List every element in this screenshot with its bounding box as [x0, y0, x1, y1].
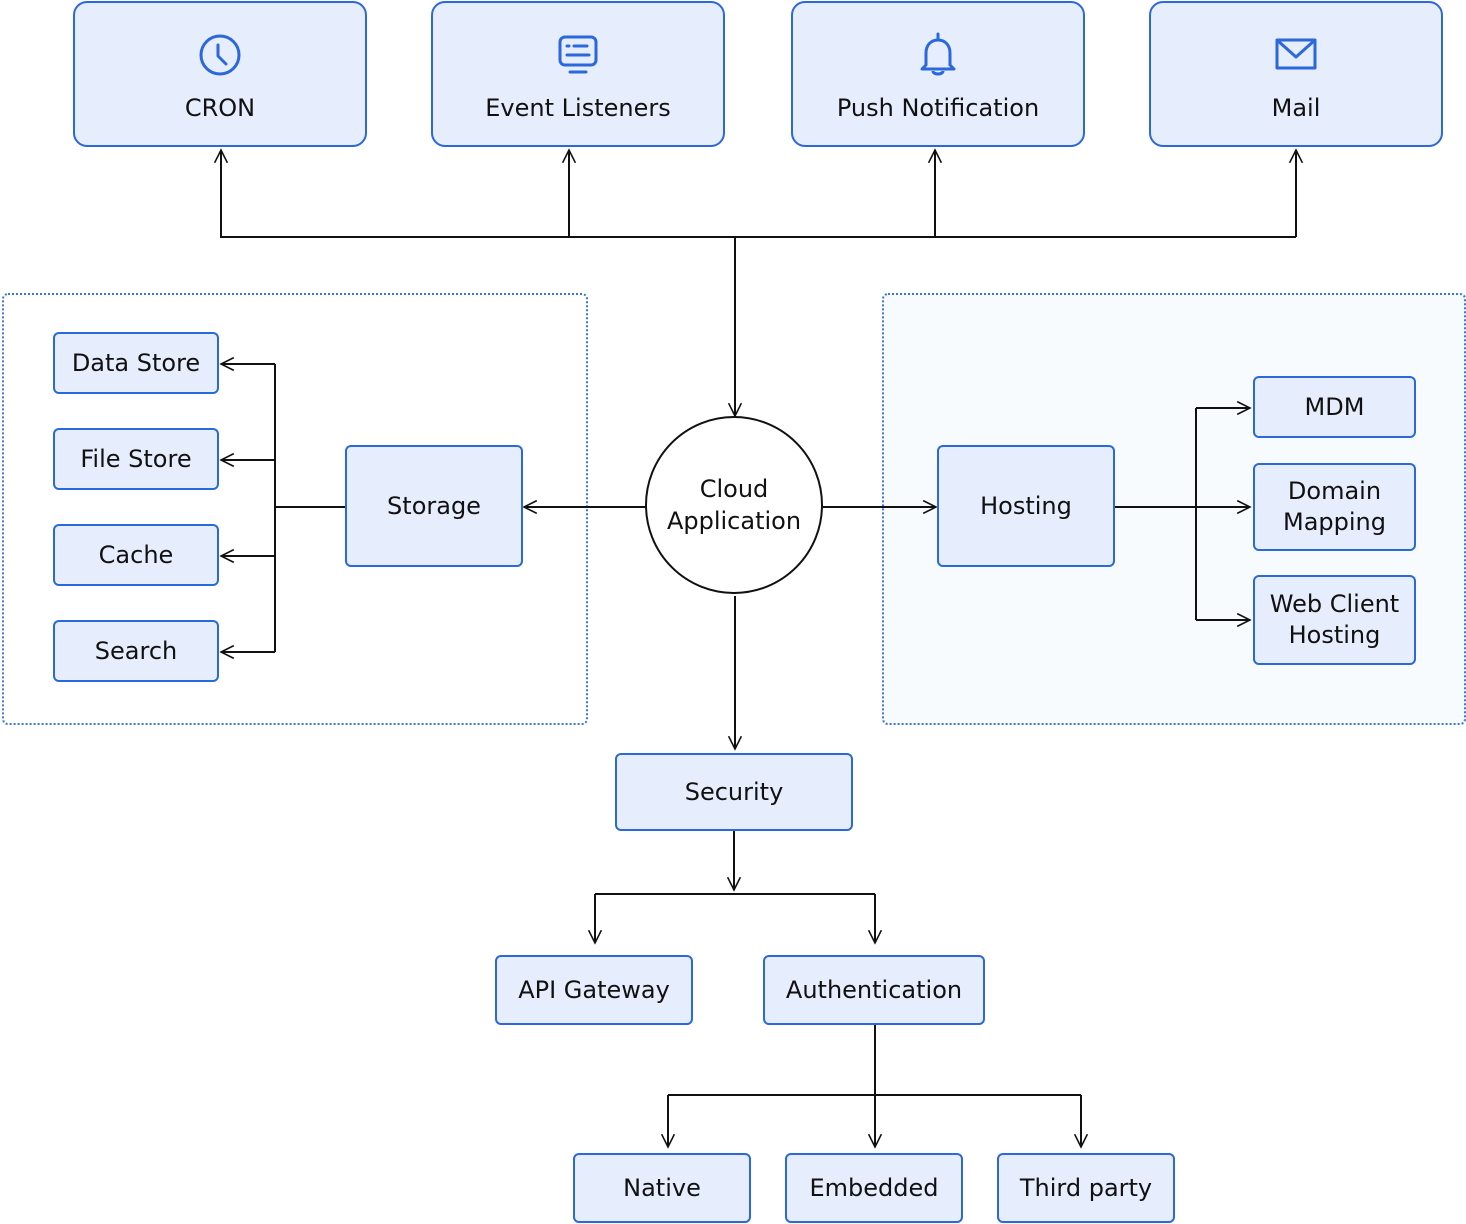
- search-node: Search: [53, 620, 219, 682]
- authentication-node: Authentication: [763, 955, 985, 1025]
- embedded-node: Embedded: [785, 1153, 963, 1223]
- web-client-hosting-node: Web Client Hosting: [1253, 575, 1416, 665]
- cloud-application-node: Cloud Application: [645, 416, 823, 594]
- mdm-node: MDM: [1253, 376, 1416, 438]
- mail-icon: [1275, 38, 1317, 70]
- cache-node: Cache: [53, 524, 219, 586]
- cron-node: CRON: [73, 1, 367, 147]
- domain-mapping-node: Domain Mapping: [1253, 463, 1416, 551]
- bell-icon: [920, 32, 956, 76]
- clock-icon: [199, 34, 241, 76]
- cron-label: CRON: [184, 94, 256, 122]
- monitor-icon: [558, 35, 598, 74]
- mail-node: Mail: [1149, 1, 1443, 147]
- data-store-node: Data Store: [53, 332, 219, 394]
- event-listeners-node: Event Listeners: [431, 1, 725, 147]
- push-notification-node: Push Notification: [791, 1, 1085, 147]
- hosting-node: Hosting: [937, 445, 1115, 567]
- third-party-node: Third party: [997, 1153, 1175, 1223]
- api-gateway-node: API Gateway: [495, 955, 693, 1025]
- event-listeners-label: Event Listeners: [485, 94, 671, 122]
- file-store-node: File Store: [53, 428, 219, 490]
- push-notification-label: Push Notification: [836, 94, 1040, 122]
- security-node: Security: [615, 753, 853, 831]
- mail-label: Mail: [1271, 94, 1321, 122]
- storage-node: Storage: [345, 445, 523, 567]
- storage-group: [2, 293, 588, 725]
- native-node: Native: [573, 1153, 751, 1223]
